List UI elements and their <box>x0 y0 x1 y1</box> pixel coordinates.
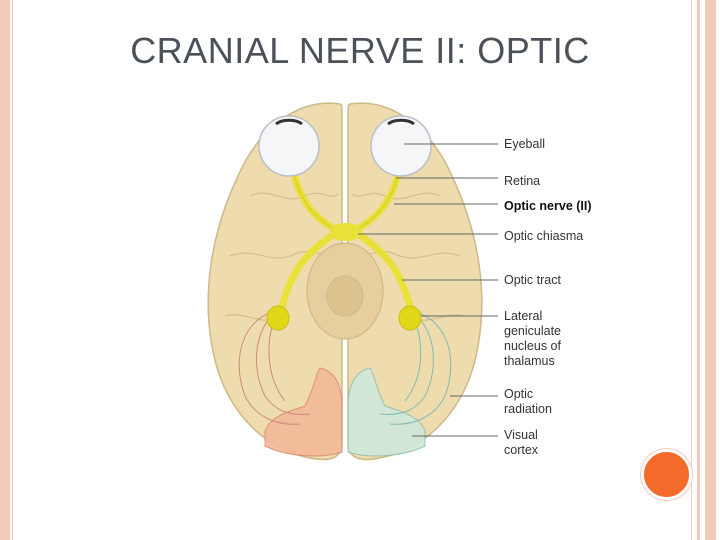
frame-left-border <box>0 0 10 540</box>
label-lgn: Lateral geniculate nucleus of thalamus <box>504 309 561 369</box>
label-optic-tract: Optic tract <box>504 273 561 287</box>
label-lgn-line4: thalamus <box>504 354 555 368</box>
slide-title: CRANIAL NERVE II: OPTIC <box>130 30 590 71</box>
label-optic-radiation: Optic radiation <box>504 387 552 417</box>
frame-right-line <box>691 0 692 540</box>
label-cortex-line1: Visual <box>504 428 538 442</box>
frame-right-line-2 <box>697 0 700 540</box>
eyeball-left <box>258 115 320 177</box>
label-lgn-line3: nucleus of <box>504 339 561 353</box>
eyeball-right <box>370 115 432 177</box>
label-cortex-line2: cortex <box>504 443 539 457</box>
label-lgn-line1: Lateral <box>504 309 543 323</box>
label-radiation-line1: Optic <box>504 387 534 401</box>
lgn-right <box>398 305 422 331</box>
optic-chiasma <box>330 223 362 241</box>
label-optic-chiasma: Optic chiasma <box>504 229 584 243</box>
accent-dot <box>641 449 692 500</box>
label-radiation-line2: radiation <box>504 402 552 416</box>
frame-right-border <box>705 0 716 540</box>
frame-left-line <box>12 0 13 540</box>
brain-diagram: Eyeball Retina Optic nerve (II) Optic ch… <box>190 86 610 476</box>
label-lgn-line2: geniculate <box>504 324 561 338</box>
visual-cortex-right <box>347 367 426 457</box>
visual-cortex-left <box>264 367 343 457</box>
lgn-left <box>266 305 290 331</box>
label-retina: Retina <box>504 174 541 188</box>
label-visual-cortex: Visual cortex <box>504 428 538 458</box>
label-optic-nerve: Optic nerve (II) <box>504 199 592 213</box>
label-eyeball: Eyeball <box>504 137 545 151</box>
brain-illustration <box>207 102 498 461</box>
